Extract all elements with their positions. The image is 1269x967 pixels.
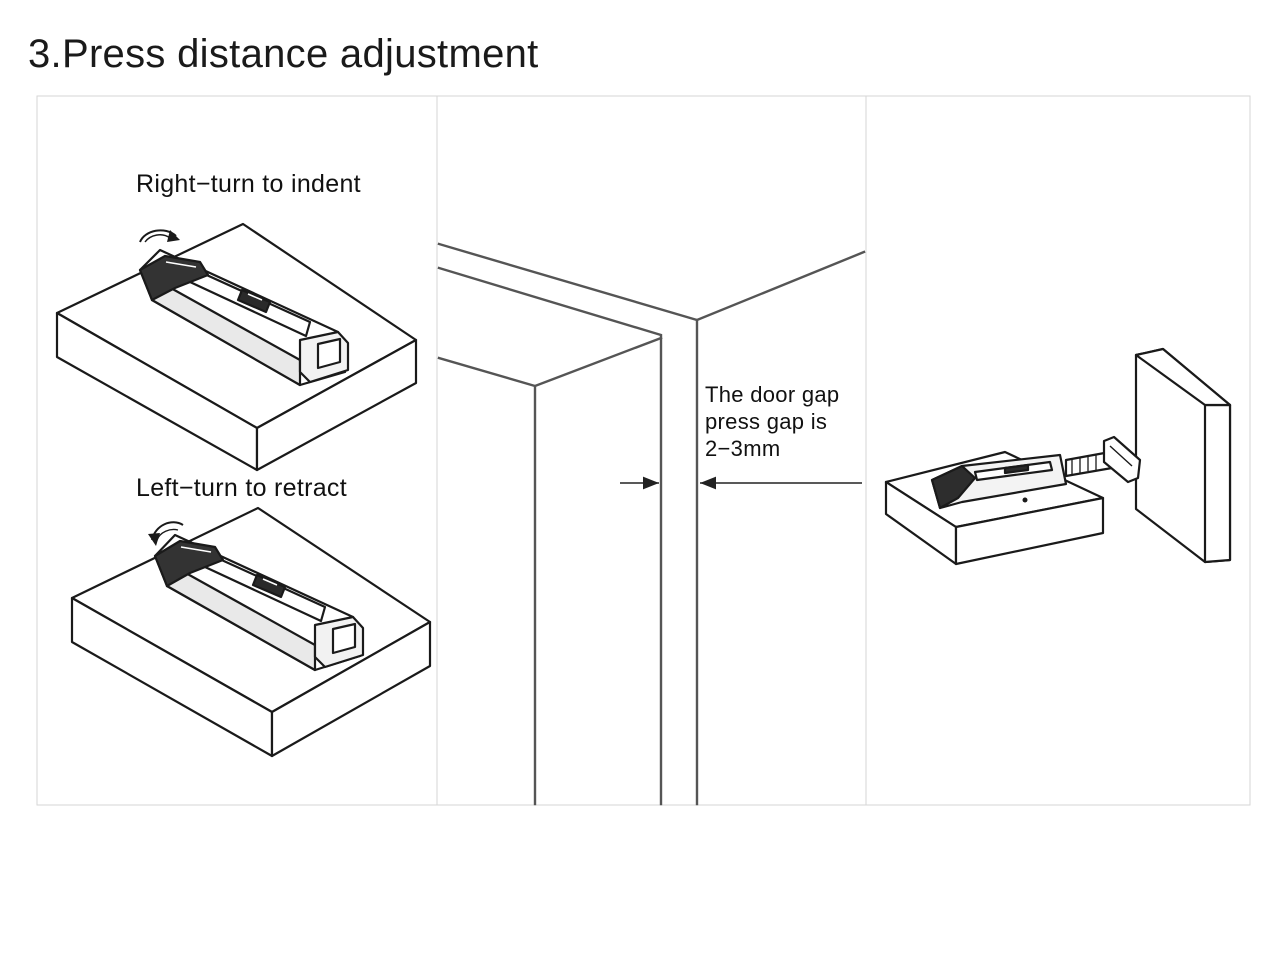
cabinet-corner-illustration [437,242,866,806]
instruction-label-right-turn: Right−turn to indent [136,170,361,198]
door-gap-note: The door gap press gap is 2−3mm [705,381,839,462]
mounted-latch-illustration [884,347,1232,566]
gap-note-line: The door gap [705,382,840,407]
gap-note-line: press gap is [705,409,828,434]
gap-note-line: 2−3mm [705,436,781,461]
panel-frame-3 [865,95,1251,806]
page-title: 3.Press distance adjustment [28,32,539,76]
instruction-label-left-turn: Left−turn to retract [136,474,347,502]
push-latch-illustration-top [55,222,418,472]
push-latch-illustration-bottom [70,506,432,758]
